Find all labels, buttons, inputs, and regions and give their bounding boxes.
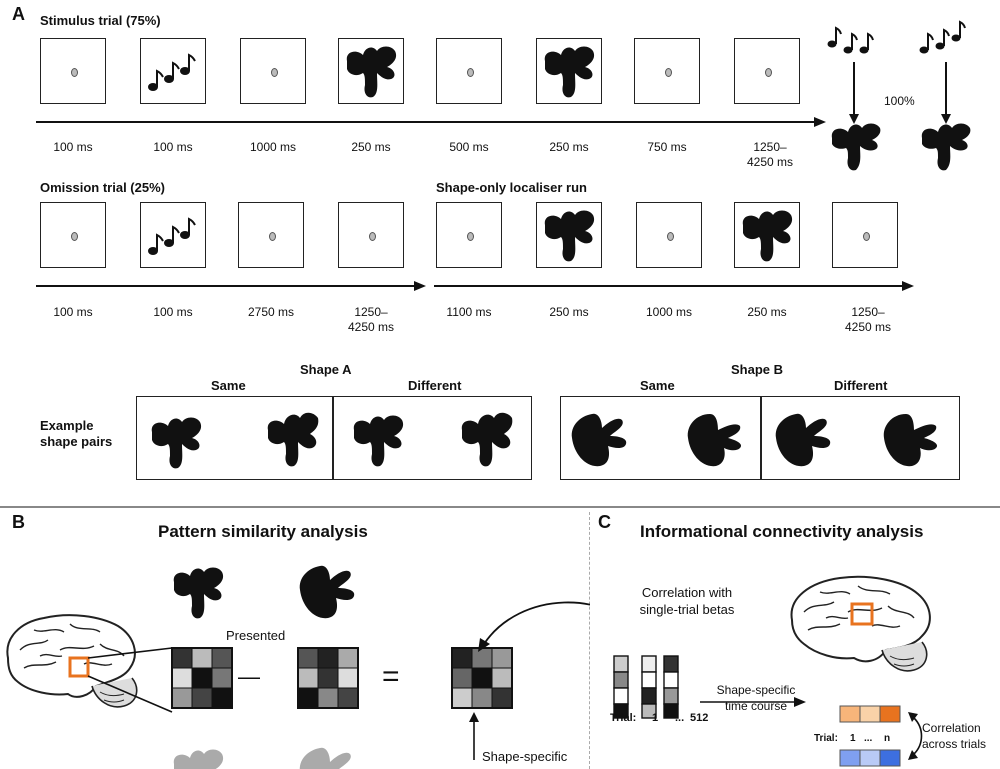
panel-a-label: A	[12, 4, 25, 24]
example-shape-pairs-label: Example shape pairs	[40, 418, 112, 450]
time-label: 100 ms	[153, 140, 193, 154]
time-label: 100 ms	[53, 305, 93, 319]
stimulus-frame	[338, 38, 404, 104]
correlation-across-label: Correlation across trials	[922, 720, 986, 752]
stimulus-frame	[40, 38, 106, 104]
localiser-frame	[832, 202, 898, 268]
example-shapes	[151, 412, 938, 469]
omission-frame	[140, 202, 206, 268]
beta-trial-prefix: Trial:	[610, 712, 637, 724]
presented-label: Presented	[226, 628, 286, 643]
shape-a-divider	[332, 396, 334, 480]
beta-trial-1: 1	[652, 712, 659, 724]
localiser-frame	[436, 202, 502, 268]
shape-a-icon	[742, 210, 793, 262]
time-course-line1: Shape-specific	[716, 683, 796, 697]
time-label: 2750 ms	[247, 305, 295, 319]
shape-a-icon	[346, 46, 397, 98]
shape-b-title: Shape B	[731, 362, 784, 377]
shape-b-same-label: Same	[640, 378, 675, 393]
strip-trial-dots: ...	[864, 733, 873, 744]
minus-sign: —	[238, 664, 260, 689]
pattern-similarity-diagram	[6, 565, 590, 769]
omission-timeline-arrow	[36, 281, 426, 291]
strip-trial-n: n	[884, 733, 891, 744]
correlation-betas-line2: single-trial betas	[639, 602, 735, 617]
shape-b-divider	[760, 396, 762, 480]
omission-frame	[238, 202, 304, 268]
stimulus-frame	[240, 38, 306, 104]
time-label: 1250– 4250 ms	[746, 140, 794, 169]
contingency-diagram	[827, 20, 971, 171]
time-label: 250 ms	[549, 140, 589, 154]
equals-sign: =	[382, 660, 400, 693]
panel-c-label: C	[598, 512, 611, 532]
time-label: 250 ms	[549, 305, 589, 319]
brain-icon	[6, 614, 138, 708]
localiser-frame	[636, 202, 702, 268]
stimulus-frame	[734, 38, 800, 104]
correlation-across-line2: across trials	[922, 737, 987, 751]
time-course-line2: time course	[724, 699, 788, 713]
time-label: 1250– 4250 ms	[347, 305, 395, 334]
time-label: 100 ms	[153, 305, 193, 319]
correlation-betas-line1: Correlation with	[641, 585, 733, 600]
shape-a-same-label: Same	[211, 378, 246, 393]
localiser-frame	[536, 202, 602, 268]
time-label: 100 ms	[53, 140, 93, 154]
stimulus-frame	[140, 38, 206, 104]
panel-bc-divider	[589, 512, 590, 769]
time-label: 250 ms	[747, 305, 787, 319]
beta-trial-512: 512	[690, 712, 709, 724]
beta-trial-dots: ...	[675, 712, 685, 724]
stimulus-frame	[536, 38, 602, 104]
correlation-across-line1: Correlation	[922, 721, 981, 735]
localiser-frame	[734, 202, 800, 268]
shape-a-different-label: Different	[408, 378, 462, 393]
brain-icon	[790, 575, 931, 672]
time-course-label: Shape-specific time course	[706, 682, 806, 714]
panel-b-label: B	[12, 512, 25, 532]
music-notes-icon	[148, 53, 196, 91]
time-label: 500 ms	[449, 140, 489, 154]
panel-b-title: Pattern similarity analysis	[158, 522, 368, 541]
time-label: 1250– 4250 ms	[844, 305, 892, 334]
time-label: 250 ms	[351, 140, 391, 154]
omission-trial-title: Omission trial (25%)	[40, 180, 165, 195]
music-notes-icon	[148, 217, 196, 255]
stimulus-frame	[436, 38, 502, 104]
time-label: 1000 ms	[249, 140, 297, 154]
panel-c-title: Informational connectivity analysis	[640, 522, 924, 541]
informational-connectivity-diagram	[613, 575, 931, 767]
localiser-title: Shape-only localiser run	[436, 180, 587, 195]
omission-frame	[338, 202, 404, 268]
stimulus-timeline-arrow	[36, 117, 826, 127]
time-label: 1100 ms	[446, 305, 492, 319]
strip-trial-prefix: Trial:	[814, 733, 838, 744]
example-label-line1: Example	[40, 418, 94, 433]
time-label: 750 ms	[647, 140, 687, 154]
localiser-timeline-arrow	[434, 281, 914, 291]
omission-frame	[40, 202, 106, 268]
time-label: 1000 ms	[645, 305, 693, 319]
shape-a-title: Shape A	[300, 362, 352, 377]
section-divider	[0, 506, 1000, 508]
shape-a-icon	[544, 210, 595, 262]
example-label-line2: shape pairs	[40, 434, 113, 449]
stimulus-frame	[634, 38, 700, 104]
correlation-betas-label: Correlation with single-trial betas	[622, 584, 752, 618]
shape-b-different-label: Different	[834, 378, 888, 393]
shape-specific-label: Shape-specific	[482, 749, 568, 764]
stimulus-trial-title: Stimulus trial (75%)	[40, 13, 161, 28]
contingency-percent: 100%	[884, 94, 915, 108]
strip-trial-1: 1	[850, 733, 856, 744]
shape-a-icon	[544, 46, 595, 98]
